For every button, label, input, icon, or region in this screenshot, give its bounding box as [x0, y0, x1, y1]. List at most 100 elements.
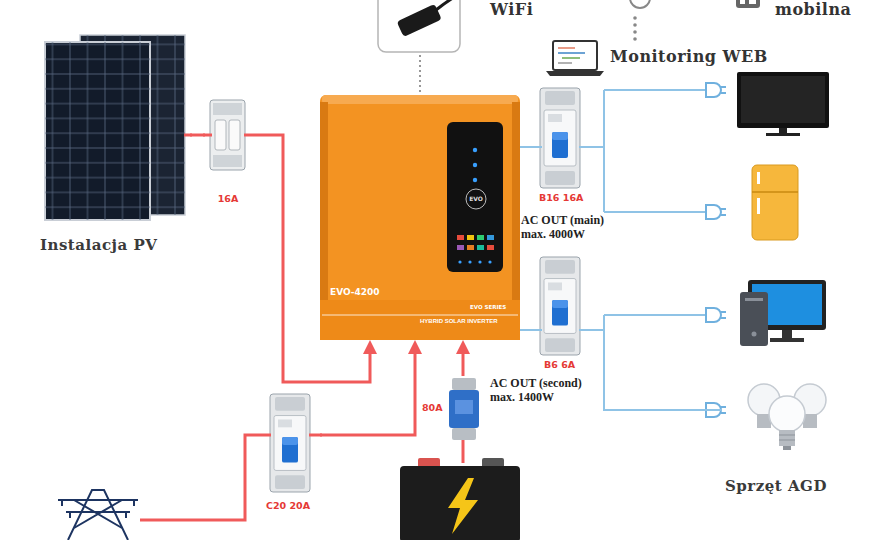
inverter-body-part [487, 235, 494, 240]
pc-icon-part [770, 338, 804, 342]
pv-fuse-holder-part [229, 120, 240, 150]
inverter-body-part [457, 245, 464, 250]
tv-icon [737, 72, 829, 136]
second-breaker-symbol [540, 257, 580, 355]
wire-connector [190, 134, 205, 137]
fridge-icon-part [757, 172, 760, 184]
inverter-body-part [473, 148, 477, 152]
hybrid-inverter: EVOEVO-4200EVO SERIESHYBRID SOLAR INVERT… [320, 95, 520, 340]
bulbs-icon-part [779, 430, 795, 446]
inverter-body-part [320, 300, 520, 340]
globe-icon-part [633, 30, 637, 34]
globe-icon-part [633, 37, 637, 41]
inverter-body-part [478, 260, 481, 263]
ac-wire-part [603, 90, 605, 212]
tv-icon-part [779, 128, 787, 133]
pv-panels-part [45, 42, 150, 220]
inverter-body-part [457, 235, 464, 240]
grid-tower-part [58, 499, 138, 501]
fridge-icon-part [757, 198, 760, 214]
pv-panels-part [45, 42, 150, 220]
wire-connector [520, 146, 538, 148]
bulbs-icon-part [779, 440, 795, 441]
rating-label: 16A [205, 193, 251, 204]
dc-wire-part [462, 440, 465, 463]
battery-fuse: 80A [420, 376, 484, 442]
inverter-body-part [473, 178, 477, 182]
pc-icon-part [782, 330, 792, 338]
wifi-dongle-part [378, 0, 460, 52]
battery-fuse-symbol-part [452, 378, 476, 390]
wire-connector [320, 346, 415, 435]
phone-icon-part [749, 0, 756, 4]
module-label: mobilna [775, 0, 851, 19]
battery-fuse-symbol [449, 378, 479, 440]
bulbs-icon-part [779, 435, 795, 436]
product-type: HYBRID SOLAR INVERTER [420, 318, 498, 324]
rating-label: 80A [422, 402, 443, 413]
output-note: AC OUT (second) max. 1400W [490, 377, 594, 405]
wifi-dongle-part [419, 55, 421, 93]
pc-icon-part [752, 332, 757, 337]
battery-fuse-symbol-part [455, 400, 473, 414]
inverter-body-part [467, 245, 474, 250]
main-breaker: B16 16A [538, 86, 598, 206]
wire-connector [600, 330, 722, 410]
inverter-body-part [458, 260, 461, 263]
wire-connector [462, 346, 465, 376]
wifi-dongle-part [436, 0, 456, 10]
ac-wire [536, 90, 706, 331]
tv-icon-part [766, 133, 800, 136]
plug-symbol [706, 308, 726, 322]
inverter-body-part [447, 122, 503, 272]
pv-fuse-holder-part [213, 155, 242, 167]
inverter-body-part [467, 235, 474, 240]
inverter-body-part [320, 95, 520, 340]
wifi-dongle [378, 0, 460, 93]
ac-wire-part [579, 146, 604, 148]
ac-wire-part [604, 211, 706, 213]
inverter-body-part [473, 163, 477, 167]
grid-tower-part [74, 500, 122, 528]
fridge-icon-part [752, 191, 798, 193]
laptop-icon [546, 41, 604, 76]
dc-wire [140, 135, 463, 520]
battery-symbol-part [400, 466, 520, 540]
pv-fuse-holder-part [213, 103, 242, 115]
grid-tower-part [62, 500, 134, 518]
battery-symbol [400, 458, 520, 540]
rating-label: C20 20A [266, 500, 310, 511]
plug-symbol [706, 83, 726, 97]
ac-wire-part [603, 315, 605, 331]
laptop-icon-part [558, 47, 575, 49]
module-label: Monitoring WEB [610, 47, 768, 66]
grid-tower-part [66, 511, 130, 513]
plug-symbol [706, 205, 726, 219]
pv-panels [45, 35, 185, 220]
laptop-icon-part [562, 57, 580, 59]
wire-connector [520, 329, 538, 331]
dc-wire-part [140, 435, 271, 520]
bulbs-icon [748, 384, 826, 450]
inverter-body-part [322, 315, 518, 316]
inverter-body-part [488, 260, 491, 263]
laptop-icon-part [558, 62, 572, 64]
pv-array: Instalacja PV [38, 33, 190, 259]
battery-fuse-symbol-part [452, 428, 476, 440]
pv-fuse-holder-part [210, 100, 245, 170]
inverter-body [320, 95, 520, 340]
ac-wire-part [604, 314, 706, 316]
grid-tower [58, 490, 138, 540]
logo-text: EVO [466, 195, 486, 202]
rating-label: B16 16A [539, 192, 583, 203]
globe-icon-part [630, 0, 650, 8]
component-caption: Instalacja PV [40, 236, 157, 254]
rating-label: B6 6A [544, 359, 575, 370]
inverter-body-part [322, 95, 518, 104]
pc-icon-part [740, 292, 768, 346]
fridge-icon-part [752, 165, 798, 240]
main-breaker-symbol [540, 88, 580, 188]
